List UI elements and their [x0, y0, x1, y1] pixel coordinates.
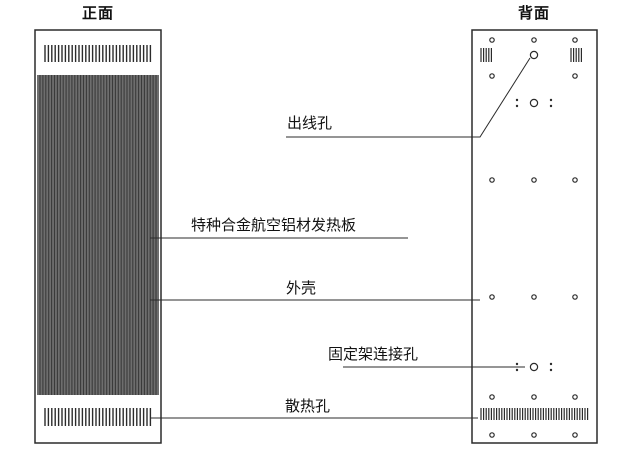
mounting-hole	[529, 50, 539, 60]
bracket-dot	[549, 104, 553, 108]
mounting-hole	[489, 37, 495, 43]
mounting-hole	[531, 394, 537, 400]
bracket-dot	[549, 98, 553, 102]
heating-plate-label: 特种合金航空铝材发热板	[191, 216, 357, 234]
back-panel-holes	[489, 37, 578, 438]
back-view-heading: 背面	[518, 4, 551, 22]
cable-hole-leader	[286, 57, 531, 138]
mounting-hole	[531, 37, 537, 43]
front-top-vent	[44, 45, 152, 62]
mounting-hole	[489, 432, 495, 438]
bracket-dot	[515, 368, 519, 372]
mounting-hole	[489, 294, 495, 300]
bracket-dot	[515, 98, 519, 102]
vent-holes-label: 散热孔	[285, 397, 331, 415]
mounting-hole	[529, 362, 539, 372]
back-panel	[471, 29, 598, 444]
bracket-dot	[515, 104, 519, 108]
mounting-hole	[572, 73, 578, 79]
front-bottom-vent	[44, 408, 152, 426]
mounting-hole	[572, 394, 578, 400]
back-top-left-vent	[480, 48, 492, 62]
heating-plate-fins	[39, 75, 157, 395]
mounting-hole	[572, 294, 578, 300]
back-bottom-vent	[480, 408, 589, 420]
bracket-dot	[515, 362, 519, 366]
mounting-hole	[531, 177, 537, 183]
front-panel	[34, 29, 162, 444]
cable-hole-label: 出线孔	[287, 114, 333, 132]
bracket-dot	[549, 368, 553, 372]
back-panel-outline	[471, 29, 598, 444]
mounting-hole	[572, 177, 578, 183]
shell-label: 外壳	[286, 279, 317, 297]
front-view-heading: 正面	[82, 4, 115, 22]
mounting-hole	[572, 432, 578, 438]
mounting-hole	[489, 394, 495, 400]
bracket-holes-label: 固定架连接孔	[328, 345, 419, 363]
mounting-hole	[489, 73, 495, 79]
leader-lines	[150, 57, 531, 419]
mounting-hole	[572, 37, 578, 43]
bracket-dot	[549, 362, 553, 366]
mounting-hole	[529, 98, 539, 108]
mounting-hole	[531, 432, 537, 438]
front-panel-outline	[34, 29, 162, 444]
back-panel-dots	[515, 98, 553, 372]
mounting-hole	[531, 294, 537, 300]
back-top-right-vent	[570, 48, 583, 62]
mounting-hole	[489, 177, 495, 183]
